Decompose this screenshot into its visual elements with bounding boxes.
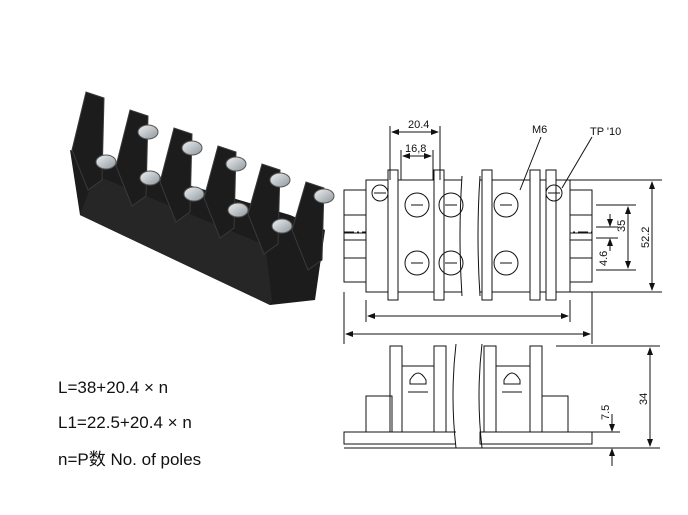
photo-screw (95, 154, 117, 170)
photo-screw (269, 172, 291, 188)
side-rib-4 (529, 345, 543, 433)
label-34: 34 (638, 393, 650, 405)
barrier-rib (481, 169, 493, 301)
photo-screw (181, 140, 203, 156)
photo-screw (183, 186, 205, 202)
end-screw-left (371, 184, 389, 202)
photo-barrier (291, 181, 325, 271)
left-slot-top (343, 214, 367, 234)
label-7-5: 7.5 (600, 405, 612, 420)
photo-screw (227, 202, 249, 218)
side-tab-left (365, 395, 393, 433)
break-gap (462, 176, 480, 296)
side-screw-right (503, 372, 521, 385)
side-view-drawing (343, 343, 660, 466)
leader-m6 (519, 136, 542, 191)
terminal-screw (438, 192, 464, 218)
barrier-rib (433, 169, 445, 301)
break-right (477, 175, 481, 297)
label-4-6: 4.6 (598, 251, 610, 266)
photo-barrier (247, 163, 281, 255)
formula-n: n=P数 No. of poles (58, 450, 202, 469)
photo-screws (95, 124, 335, 234)
photo-barrier (203, 145, 237, 239)
label-52: 52.2 (640, 227, 652, 248)
photo-screw (271, 218, 293, 234)
side-rib-2 (433, 345, 447, 433)
terminal-block-photo (70, 91, 335, 305)
photo-screw (137, 124, 159, 140)
label-inner: 16,8 (405, 143, 426, 155)
end-screw-right (545, 184, 563, 202)
side-cell-right (495, 365, 531, 433)
terminal-screw (438, 250, 464, 276)
formula-l1: L1=22.5+20.4 × n (58, 413, 192, 432)
side-tab-right (541, 395, 569, 433)
label-pitch: 20.4 (408, 119, 429, 131)
photo-front-face (80, 175, 272, 305)
top-view-drawing (343, 126, 662, 344)
right-slot-top (569, 214, 593, 234)
barrier-rib (529, 169, 541, 301)
photo-screw (139, 170, 161, 186)
break-left (459, 175, 463, 297)
side-base-right (479, 431, 593, 445)
terminal-screw (493, 192, 519, 218)
side-screw-left (409, 372, 427, 385)
photo-screw (225, 156, 247, 172)
side-cell-left (401, 365, 435, 433)
leader-tp (561, 136, 593, 189)
barrier-rib (387, 169, 399, 301)
side-rib-3 (483, 345, 497, 433)
label-tp: TP '10 (590, 126, 621, 138)
barrier-rib (545, 169, 557, 301)
terminal-screw (404, 250, 430, 276)
terminal-screws (404, 192, 519, 276)
photo-barrier (71, 91, 105, 191)
terminal-screw (493, 250, 519, 276)
label-m6: M6 (532, 124, 547, 136)
right-slot-bottom (569, 239, 593, 259)
side-base-left (343, 431, 465, 445)
formula-l: L=38+20.4 × n (58, 378, 169, 397)
barrier-ribs (387, 169, 557, 301)
terminal-screw (404, 192, 430, 218)
photo-screw (313, 188, 335, 204)
left-slot-bottom (343, 239, 367, 259)
label-35: 35 (616, 220, 628, 232)
